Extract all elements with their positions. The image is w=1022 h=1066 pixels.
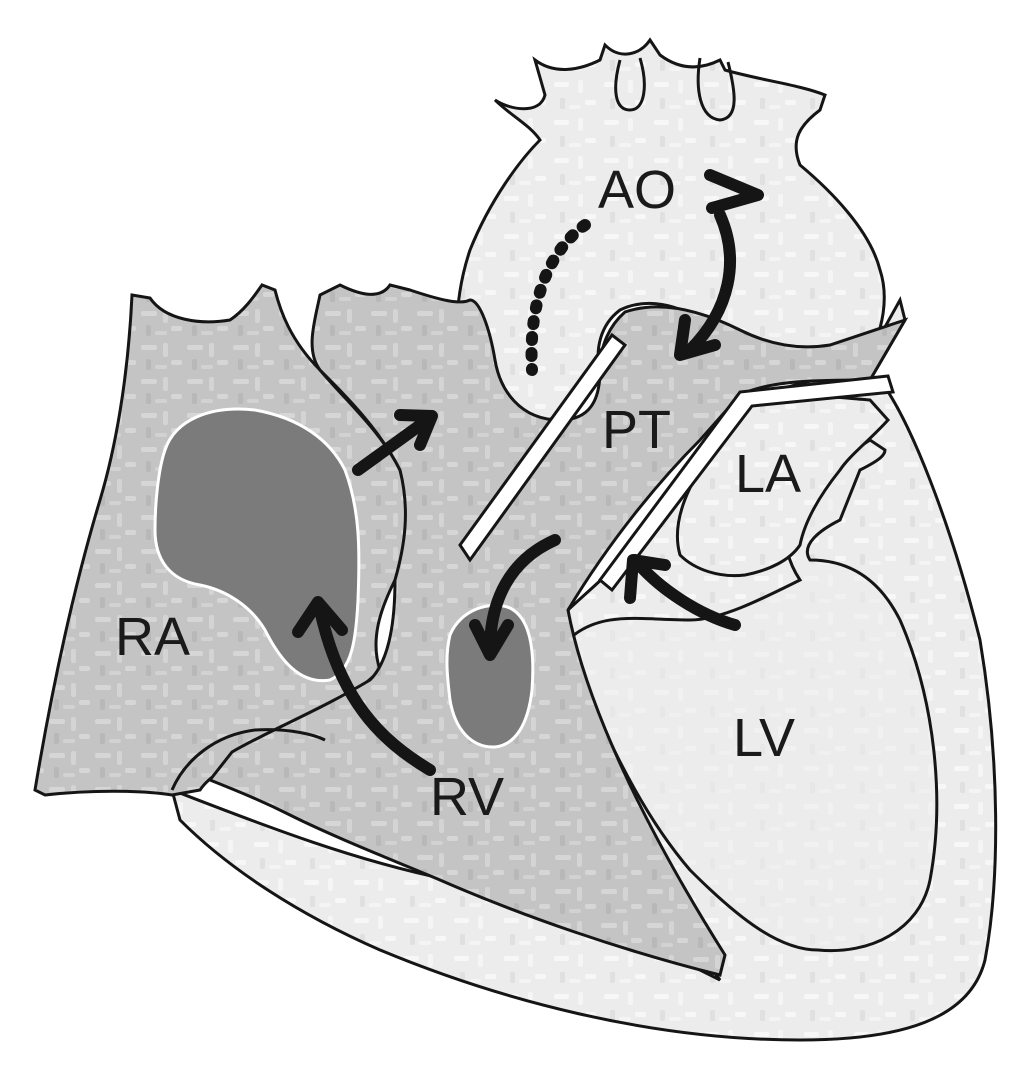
label-ra: RA (115, 607, 190, 667)
label-rv: RV (430, 767, 504, 827)
label-lv: LV (733, 708, 795, 768)
label-la: LA (735, 444, 801, 504)
label-ao: AO (598, 160, 676, 220)
label-pt: PT (602, 400, 671, 460)
